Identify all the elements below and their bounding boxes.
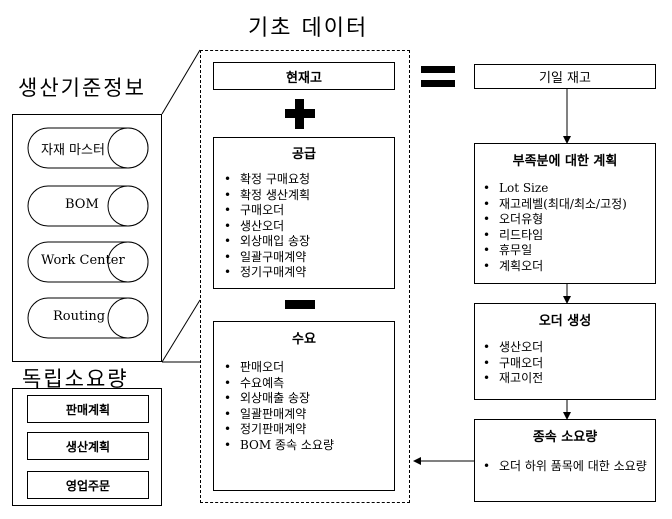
demand-box: 수요 판매오더 수요예측 외상매출 송장 일괄판매계약 정기판매계약 BOM 종…: [213, 321, 395, 491]
shortage-plan-title: 부족분에 대한 계획: [512, 154, 618, 169]
shortage-plan-item: 리드타임: [483, 228, 627, 244]
cylinder-shape: [27, 185, 149, 227]
dependent-demand-box: 종속 소요량 • 오더 하위 품목에 대한 소요량: [474, 419, 656, 502]
cylinder-shape: [27, 297, 149, 339]
master-item-label: Routing: [53, 309, 106, 324]
shortage-plan-item: 오더유형: [483, 212, 627, 228]
master-item-label: 자재 마스터: [41, 143, 105, 158]
master-item-label: Work Center: [41, 253, 125, 268]
order-creation-item: 생산오더: [483, 340, 543, 356]
supply-item: 정기구매계약: [224, 265, 310, 281]
dependent-demand-item: 오더 하위 품목에 대한 소요량: [499, 459, 647, 473]
order-creation-item: 구매오더: [483, 356, 543, 372]
supply-item: 구매오더: [224, 203, 310, 219]
base-data-dashed-frame: [200, 50, 410, 503]
supply-title: 공급: [292, 147, 316, 162]
shortage-plan-list: Lot Size 재고레벨(최대/최소/고정) 오더유형 리드타임 휴무일 계획…: [483, 181, 627, 274]
independent-item-production-plan: 생산계획: [27, 432, 149, 460]
shortage-plan-item: 휴무일: [483, 243, 627, 259]
demand-item: BOM 종속 소요량: [224, 438, 334, 454]
minus-icon: [285, 300, 315, 309]
plus-icon: [285, 99, 315, 129]
supply-list: 확정 구매요청 확정 생산계획 구매오더 생산오더 외상매입 송장 일괄구매계약…: [224, 172, 310, 281]
cylinder-shape: [27, 127, 149, 169]
order-creation-item: 재고이전: [483, 371, 543, 387]
shortage-plan-item: 계획오더: [483, 259, 627, 275]
current-stock-box: 현재고: [213, 62, 395, 90]
demand-item: 정기판매계약: [224, 422, 334, 438]
order-creation-list: 생산오더 구매오더 재고이전: [483, 340, 543, 387]
independent-demand-panel: 판매계획 생산계획 영업주문: [12, 388, 162, 506]
supply-item: 확정 생산계획: [224, 188, 310, 204]
opening-stock-box: 기일 재고: [474, 64, 656, 89]
supply-box: 공급 확정 구매요청 확정 생산계획 구매오더 생산오더 외상매입 송장 일괄구…: [213, 137, 395, 289]
dependent-demand-title: 종속 소요량: [532, 430, 598, 445]
production-master-title: 생산기준정보: [18, 76, 146, 100]
master-item-work-center: Work Center: [27, 241, 149, 283]
bullet-icon: •: [483, 459, 491, 473]
order-creation-title: 오더 생성: [538, 314, 592, 329]
supply-item: 일괄구매계약: [224, 250, 310, 266]
demand-item: 외상매출 송장: [224, 391, 334, 407]
demand-list: 판매오더 수요예측 외상매출 송장 일괄판매계약 정기판매계약 BOM 종속 소…: [224, 360, 334, 453]
master-item-label: BOM: [65, 197, 99, 212]
demand-item: 수요예측: [224, 376, 334, 392]
master-item-material: 자재 마스터: [27, 127, 149, 169]
master-item-bom: BOM: [27, 185, 149, 227]
master-item-routing: Routing: [27, 297, 149, 339]
supply-item: 외상매입 송장: [224, 234, 310, 250]
cylinder-shape: [27, 241, 149, 283]
demand-title: 수요: [292, 332, 316, 347]
independent-demand-title: 독립소요량: [22, 367, 129, 391]
shortage-plan-item: Lot Size: [483, 181, 627, 197]
demand-item: 일괄판매계약: [224, 407, 334, 423]
page-title: 기초 데이터: [248, 16, 369, 41]
demand-item: 판매오더: [224, 360, 334, 376]
supply-item: 생산오더: [224, 219, 310, 235]
equals-icon: [421, 66, 455, 87]
perspective-line-bottom: [161, 299, 201, 363]
production-master-panel: 자재 마스터 BOM Work Center Routing: [12, 114, 162, 362]
shortage-plan-item: 재고레벨(최대/최소/고정): [483, 197, 627, 213]
perspective-line-top: [161, 49, 201, 115]
independent-item-sales-plan: 판매계획: [27, 395, 149, 423]
supply-item: 확정 구매요청: [224, 172, 310, 188]
dependent-demand-item-row: • 오더 하위 품목에 대한 소요량: [483, 458, 649, 474]
order-creation-box: 오더 생성 생산오더 구매오더 재고이전: [474, 303, 656, 400]
independent-item-sales-order: 영업주문: [27, 471, 149, 499]
shortage-plan-box: 부족분에 대한 계획 Lot Size 재고레벨(최대/최소/고정) 오더유형 …: [474, 143, 656, 284]
